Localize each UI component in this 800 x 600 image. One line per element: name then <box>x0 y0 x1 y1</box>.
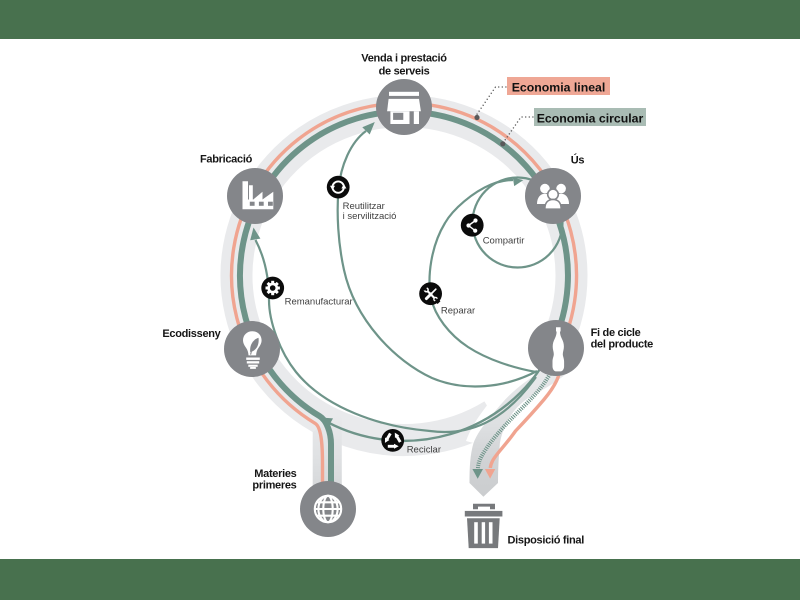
svg-text:Reparar: Reparar <box>441 305 475 316</box>
svg-text:de serveis: de serveis <box>379 66 430 78</box>
svg-text:Reutilitzar: Reutilitzar <box>343 201 385 212</box>
svg-text:Remanufacturar: Remanufacturar <box>285 297 353 308</box>
svg-text:Fabricació: Fabricació <box>200 154 253 166</box>
svg-text:Materies: Materies <box>254 468 296 480</box>
svg-text:Ús: Ús <box>571 154 585 167</box>
svg-text:Reciclar: Reciclar <box>407 445 441 456</box>
svg-text:Fi de cicle: Fi de cicle <box>591 327 641 339</box>
svg-text:Economia circular: Economia circular <box>537 111 644 125</box>
svg-text:primeres: primeres <box>252 479 296 491</box>
svg-text:Economia lineal: Economia lineal <box>512 80 606 94</box>
svg-text:Disposició final: Disposició final <box>508 534 585 546</box>
svg-text:Ecodisseny: Ecodisseny <box>162 328 221 340</box>
svg-text:Venda i prestació: Venda i prestació <box>361 53 447 65</box>
svg-text:i servilització: i servilització <box>343 211 397 222</box>
svg-text:del producte: del producte <box>591 339 654 351</box>
svg-text:Compartir: Compartir <box>483 235 525 246</box>
